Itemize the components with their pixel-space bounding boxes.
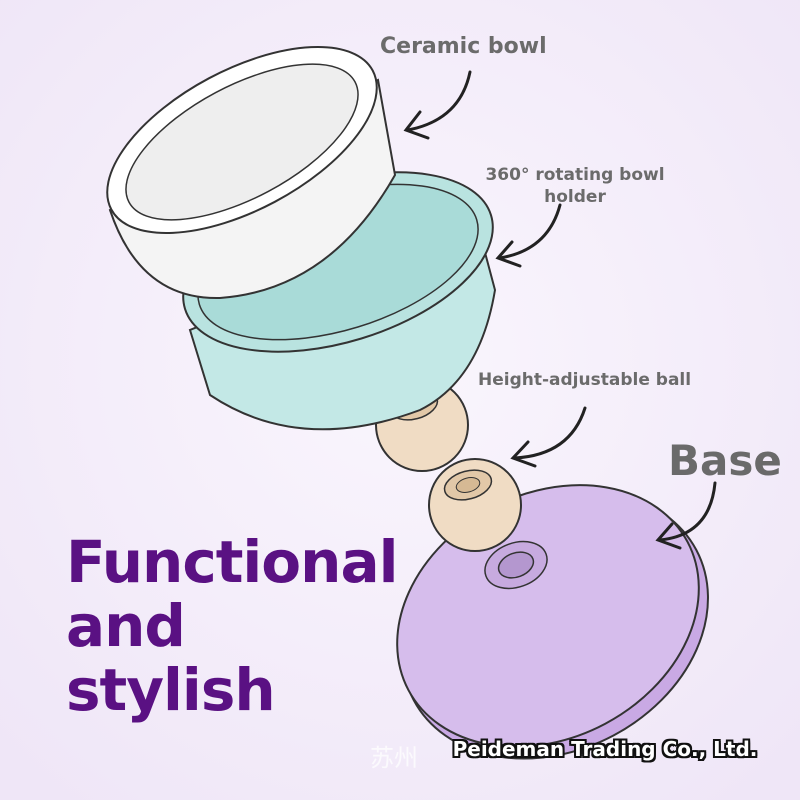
- company-watermark: Peideman Trading Co., Ltd.: [452, 737, 758, 761]
- watermark-chinese: 苏州: [370, 744, 418, 772]
- headline-line-3: stylish: [66, 656, 276, 724]
- headline: Functional and stylish: [66, 528, 398, 724]
- bowl-holder-label: 360° rotating bowl holder: [485, 165, 665, 207]
- arrow-icon: [403, 70, 717, 550]
- ceramic-bowl-label: Ceramic bowl: [380, 34, 547, 59]
- height-ball-label: Height-adjustable ball: [478, 370, 692, 390]
- headline-line-2: and: [66, 592, 186, 660]
- bowl-illustration: [106, 46, 397, 300]
- headline-line-1: Functional: [66, 528, 398, 596]
- base-label: Base: [668, 436, 782, 485]
